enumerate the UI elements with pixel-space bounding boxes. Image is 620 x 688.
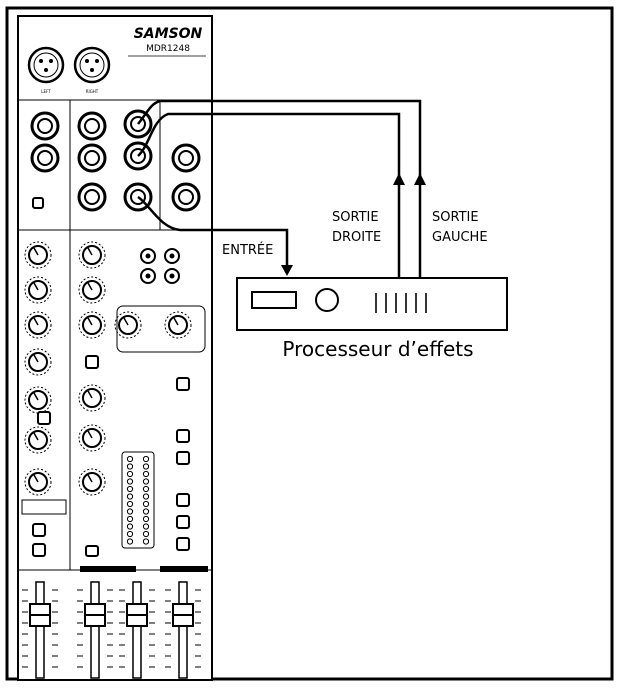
processor-vent-icon — [375, 293, 427, 313]
jack-icon — [30, 111, 60, 141]
label-sortie-gauche-2: GAUCHE — [432, 230, 488, 245]
led-icon — [126, 470, 134, 478]
led-icon — [126, 523, 134, 530]
knob-icon — [114, 311, 142, 339]
rca-connectors-icon — [140, 248, 180, 284]
jack-icon — [30, 143, 60, 173]
processor-display-icon — [251, 291, 297, 309]
fader-icon — [77, 581, 113, 679]
led-icon — [126, 485, 134, 493]
knob-icon — [24, 468, 52, 496]
mixer-brand: SAMSON — [134, 26, 203, 42]
led-icon — [142, 508, 150, 515]
jack-icon — [77, 143, 107, 173]
led-icon — [142, 515, 150, 523]
led-meter — [126, 455, 150, 545]
outer-frame — [5, 6, 614, 681]
knob-group — [24, 241, 192, 496]
fader-icon — [119, 581, 155, 679]
jack-icon — [171, 143, 201, 173]
led-icon — [142, 470, 150, 478]
fader-icon — [165, 581, 201, 679]
scribble-strip — [21, 499, 67, 515]
processor-caption: Processeur d’effets — [282, 337, 473, 361]
led-icon — [142, 493, 150, 500]
label-sortie-droite-2: DROITE — [332, 230, 381, 245]
label-entree: ENTRÉE — [222, 242, 273, 258]
knob-icon — [164, 311, 192, 339]
jack-icon — [77, 111, 107, 141]
knob-icon — [24, 426, 52, 454]
xlr-right-label: RIGHT — [86, 89, 99, 94]
led-icon — [126, 493, 134, 500]
mixer-buttons — [32, 197, 190, 557]
knob-icon — [78, 241, 106, 269]
led-icon — [142, 478, 150, 485]
monitor-strip — [160, 566, 208, 572]
control-room-box — [116, 305, 206, 353]
led-icon — [142, 485, 150, 493]
led-icon — [126, 508, 134, 515]
knob-icon — [78, 424, 106, 452]
led-icon — [142, 523, 150, 530]
led-icon — [126, 463, 134, 470]
knob-icon — [78, 468, 106, 496]
led-icon — [142, 538, 150, 545]
label-sortie-gauche-1: SORTIE — [432, 210, 479, 225]
knob-icon — [78, 384, 106, 412]
jack-icon — [77, 182, 107, 212]
jack-group — [30, 109, 201, 212]
led-icon — [126, 515, 134, 523]
mixer-panel: SAMSON MDR1248 LEFT RIGHT — [17, 15, 213, 681]
knob-icon — [24, 241, 52, 269]
cables — [137, 99, 422, 278]
knob-icon — [24, 311, 52, 339]
fader-group — [22, 581, 201, 679]
label-sortie-droite-1: SORTIE — [332, 210, 379, 225]
led-icon — [126, 500, 134, 508]
knob-icon — [78, 276, 106, 304]
knob-icon — [24, 276, 52, 304]
knob-icon — [24, 386, 52, 414]
xlr-left-icon — [27, 46, 65, 84]
processor-knob-icon — [315, 288, 339, 312]
arrowheads — [281, 173, 426, 276]
led-icon — [126, 530, 134, 538]
led-icon — [126, 538, 134, 545]
knob-icon — [78, 311, 106, 339]
led-icon — [142, 530, 150, 538]
main-mix-strip — [80, 566, 136, 572]
led-icon — [142, 500, 150, 508]
fader-icon — [22, 581, 58, 679]
knob-icon — [24, 348, 52, 376]
led-icon — [126, 478, 134, 485]
xlr-right-icon — [73, 46, 111, 84]
led-icon — [126, 455, 134, 463]
led-icon — [142, 455, 150, 463]
led-meter-frame — [121, 451, 155, 549]
mixer-model: MDR1248 — [146, 44, 190, 54]
xlr-left-label: LEFT — [41, 89, 51, 94]
led-icon — [142, 463, 150, 470]
jack-icon — [171, 182, 201, 212]
effects-processor — [236, 277, 508, 331]
